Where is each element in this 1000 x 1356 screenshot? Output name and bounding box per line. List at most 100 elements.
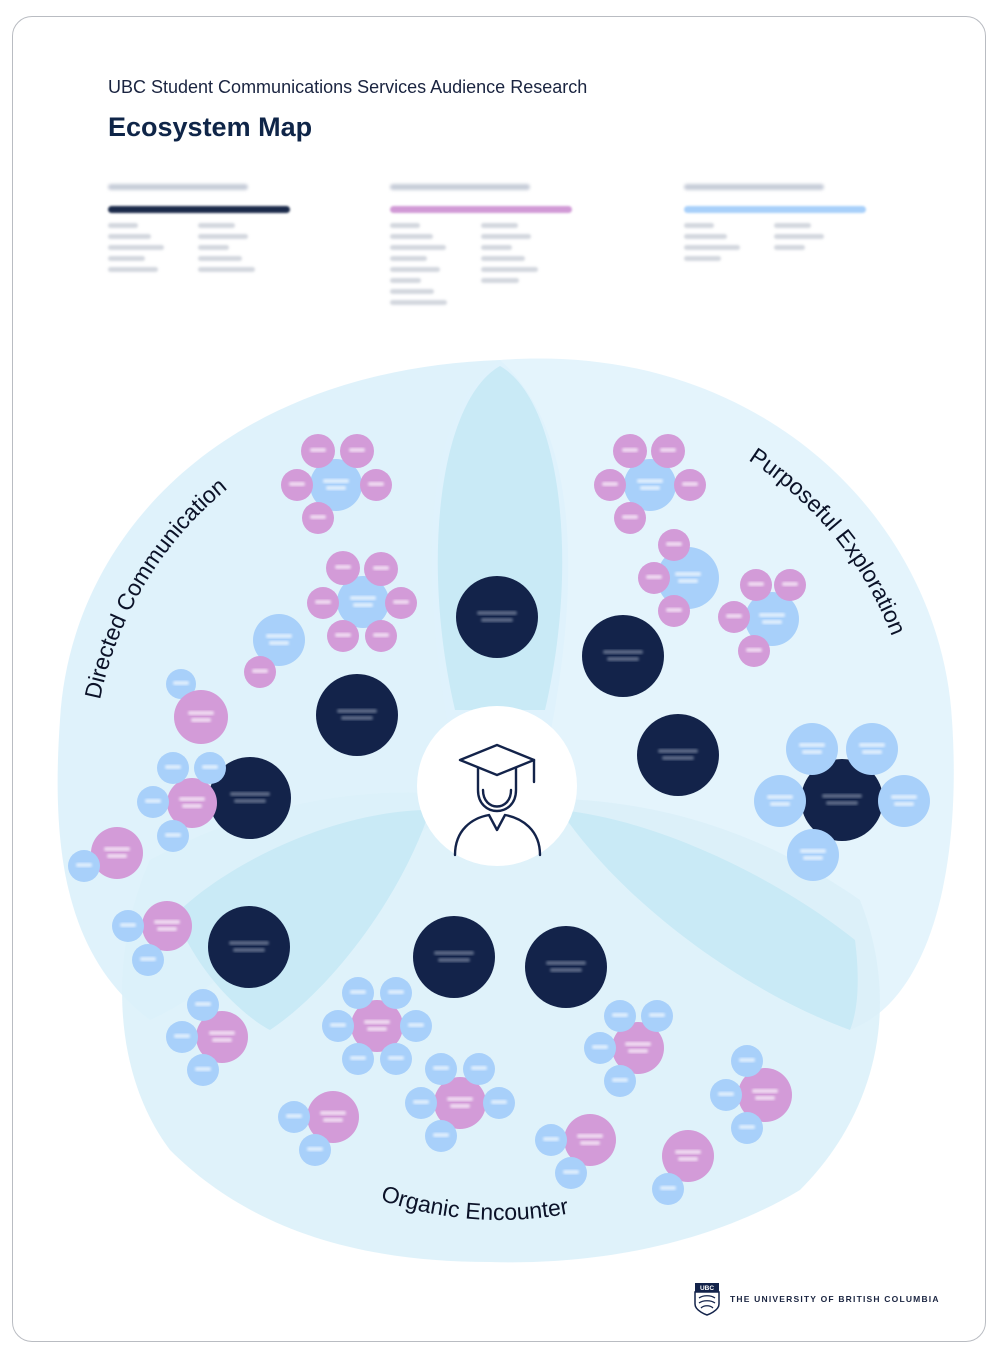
bubble-label-placeholder [752,1089,778,1093]
bubble-label-placeholder [622,515,638,519]
bubble-label-placeholder [310,515,326,519]
crest-text: UBC [700,1285,714,1292]
bubble-label-placeholder [350,990,366,994]
bubble-label-placeholder [413,1100,429,1104]
source-bubble [326,551,360,585]
type-bubble [380,1043,412,1075]
bubble-label-placeholder [660,1186,676,1190]
bubble-label-placeholder [182,804,202,808]
method-bubble [456,576,538,658]
type-bubble [299,1134,331,1166]
source-bubble [564,1114,616,1166]
method-bubble-circle [525,926,607,1008]
bubble-label-placeholder [481,618,513,622]
bubble-label-placeholder [368,482,384,486]
legend-item [390,223,420,228]
legend-item [108,223,138,228]
bubble-label-placeholder [209,1031,235,1035]
bubble-label-placeholder [891,795,917,799]
legend-item [774,223,811,228]
bubble-label-placeholder [800,849,826,853]
legend-column [108,223,164,272]
bubble-label-placeholder [323,1118,343,1122]
legend-item [481,245,512,250]
legend-types [684,184,874,261]
bubble-label-placeholder [154,920,180,924]
legend-heading [390,184,530,190]
bubble-label-placeholder [323,479,349,483]
source-bubble [662,1130,714,1182]
source-bubble-circle [738,1068,792,1122]
type-bubble [278,1101,310,1133]
method-bubble [525,926,607,1008]
bubble-label-placeholder [266,634,292,638]
bubble-label-placeholder [894,802,914,806]
bubble-label-placeholder [157,927,177,931]
bubble-label-placeholder [592,1045,608,1049]
legend-item [390,278,421,283]
source-bubble [196,1011,248,1063]
legend-color-bar [390,206,572,213]
bubble-label-placeholder [748,582,764,586]
type-bubble [786,723,838,775]
source-bubble-circle [662,1130,714,1182]
legend-item [108,267,158,272]
method-bubble [637,714,719,796]
bubble-label-placeholder [438,958,470,962]
bubble-label-placeholder [666,608,682,612]
legend-item [108,256,145,261]
graduate-student-icon [453,743,542,857]
legend-methods [108,184,298,272]
type-bubble [112,910,144,942]
method-bubble-circle [801,759,883,841]
type-bubble [187,989,219,1021]
bubble-label-placeholder [625,1042,651,1046]
bubble-label-placeholder [660,448,676,452]
bubble-label-placeholder [603,650,643,654]
method-bubble [413,916,495,998]
bubble-label-placeholder [307,1147,323,1151]
report-subtitle: UBC Student Communications Services Audi… [108,77,588,97]
source-bubble [738,1068,792,1122]
legend-item [390,245,446,250]
bubble-label-placeholder [367,1027,387,1031]
legend-sources [390,184,580,305]
bubble-label-placeholder [202,765,218,769]
bubble-label-placeholder [678,1157,698,1161]
bubble-label-placeholder [315,600,331,604]
type-bubble [132,944,164,976]
type-bubble [584,1032,616,1064]
bubble-label-placeholder [388,1056,404,1060]
bubble-label-placeholder [803,856,823,860]
source-bubble-circle [91,827,143,879]
bubble-label-placeholder [229,941,269,945]
bubble-label-placeholder [799,743,825,747]
bubble-label-placeholder [563,1170,579,1174]
bubble-label-placeholder [320,1111,346,1115]
method-bubble-circle [316,674,398,756]
type-bubble [166,669,196,699]
legend-column [198,223,255,272]
legend-heading [684,184,824,190]
bubble-label-placeholder [350,1056,366,1060]
type-bubble [878,775,930,827]
bubble-label-placeholder [822,794,862,798]
type-bubble [194,752,226,784]
legend-item [774,245,805,250]
method-bubble-circle [209,757,291,839]
type-bubble [604,1065,636,1097]
source-bubble [740,569,772,601]
bubble-label-placeholder [622,448,638,452]
source-bubble-circle [351,1000,403,1052]
source-bubble [613,434,647,468]
bubble-label-placeholder [782,582,798,586]
source-bubble [244,656,276,688]
method-bubble [209,757,291,839]
bubble-label-placeholder [718,1092,734,1096]
type-bubble-circle [337,576,389,628]
legend-item [684,256,721,261]
bubble-label-placeholder [76,863,92,867]
method-bubble [316,674,398,756]
bubble-label-placeholder [434,951,474,955]
